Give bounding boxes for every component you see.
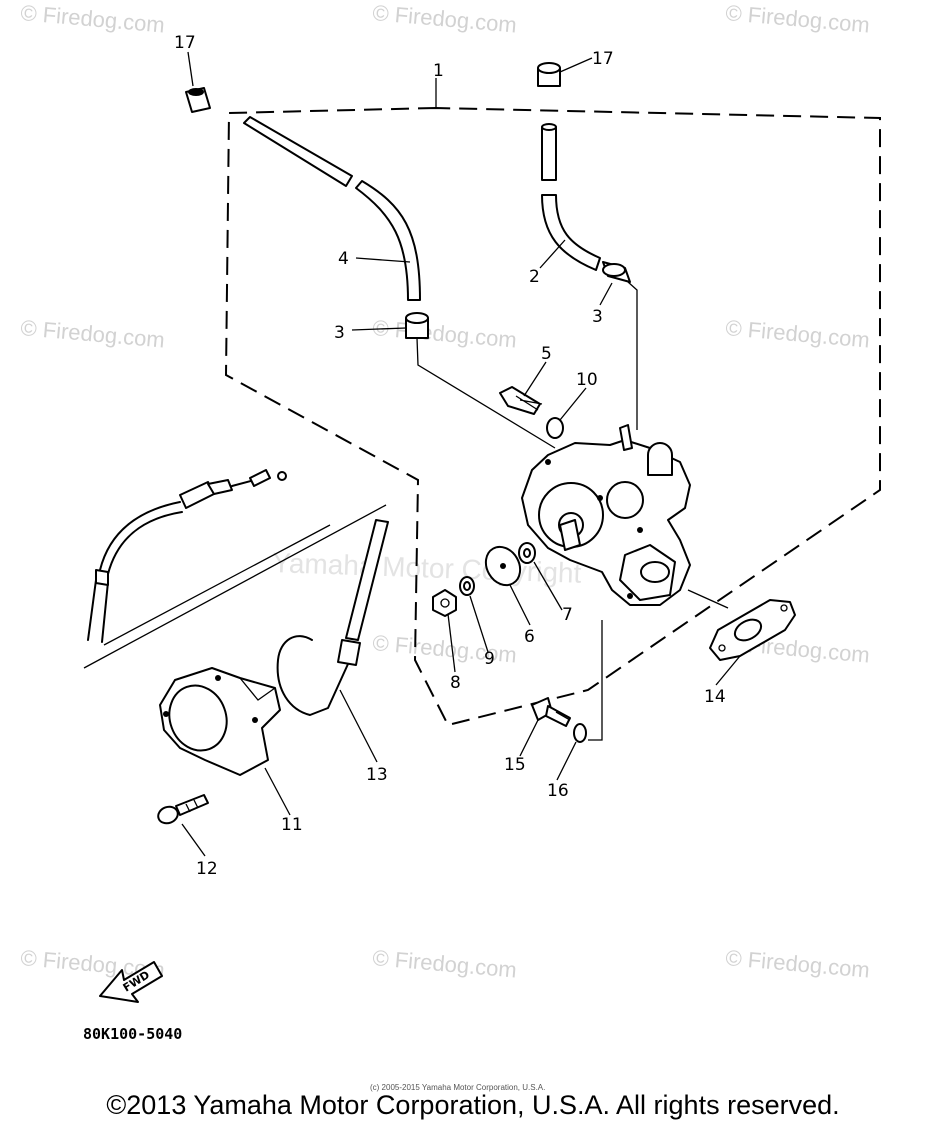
leader-line xyxy=(588,620,603,741)
watermark: © Firedog.com xyxy=(372,945,518,983)
bolt-5 xyxy=(499,386,543,415)
callout-17-right: 17 xyxy=(592,49,614,69)
clamp-17-left xyxy=(185,87,211,113)
watermark: © Firedog.com xyxy=(725,315,871,353)
callout-5: 5 xyxy=(541,344,552,364)
watermark: © Firedog.com xyxy=(20,315,166,353)
washer-7 xyxy=(518,542,536,564)
clamp-17-right xyxy=(537,62,561,87)
leader-line xyxy=(687,589,729,609)
cover-11 xyxy=(159,667,281,776)
watermark: © Firedog.com xyxy=(372,630,518,668)
watermark: © Firedog.com xyxy=(372,315,518,353)
callout-17-left: 17 xyxy=(174,33,196,53)
pump-rod-13 xyxy=(276,519,389,716)
callout-9: 9 xyxy=(484,649,495,669)
callout-10: 10 xyxy=(576,370,598,390)
callout-7: 7 xyxy=(562,605,573,625)
assembly-outline xyxy=(224,107,881,727)
callout-11: 11 xyxy=(281,815,303,835)
nut-8 xyxy=(432,589,457,617)
callout-4: 4 xyxy=(338,249,349,269)
oil-pump-body xyxy=(521,424,691,606)
washer-10 xyxy=(546,417,564,439)
gasket-14 xyxy=(709,599,796,661)
callout-12: 12 xyxy=(196,859,218,879)
callout-2: 2 xyxy=(529,267,540,287)
throttle-cable xyxy=(87,469,287,643)
leader-line xyxy=(627,281,638,430)
callout-3-right: 3 xyxy=(592,307,603,327)
screw-12 xyxy=(157,794,209,825)
callout-6: 6 xyxy=(524,627,535,647)
watermark: © Firedog.com xyxy=(725,945,871,983)
guide-line xyxy=(103,524,331,646)
small-copyright: (c) 2005-2015 Yamaha Motor Corporation, … xyxy=(370,1083,545,1092)
callout-8: 8 xyxy=(450,673,461,693)
guide-line xyxy=(83,504,387,669)
callout-13: 13 xyxy=(366,765,388,785)
callout-14: 14 xyxy=(704,687,726,707)
bolt-15 xyxy=(531,697,571,727)
hose-4 xyxy=(243,116,421,301)
callout-15: 15 xyxy=(504,755,526,775)
callout-3-left: 3 xyxy=(334,323,345,343)
callout-16: 16 xyxy=(547,781,569,801)
disc-6 xyxy=(484,545,522,587)
watermark: © Firedog.com xyxy=(20,0,166,38)
clamp-3-left xyxy=(405,312,429,339)
leader-line xyxy=(416,337,556,449)
part-code: 80K100-5040 xyxy=(83,1025,182,1043)
clamp-3-right xyxy=(602,261,631,283)
hose-2 xyxy=(541,123,601,271)
leader-lines xyxy=(181,51,741,857)
watermark: © Firedog.com xyxy=(372,0,518,38)
watermark-layer: © Firedog.com © Firedog.com © Firedog.co… xyxy=(20,0,871,983)
watermark: © Firedog.com xyxy=(725,0,871,38)
callout-labels: 1 2 3 3 4 5 6 7 8 9 10 11 12 13 14 15 16… xyxy=(174,33,726,879)
copyright-notice: ©2013 Yamaha Motor Corporation, U.S.A. A… xyxy=(106,1090,840,1120)
callout-1: 1 xyxy=(433,61,444,81)
washer-9 xyxy=(459,576,475,596)
washer-16 xyxy=(573,723,587,743)
